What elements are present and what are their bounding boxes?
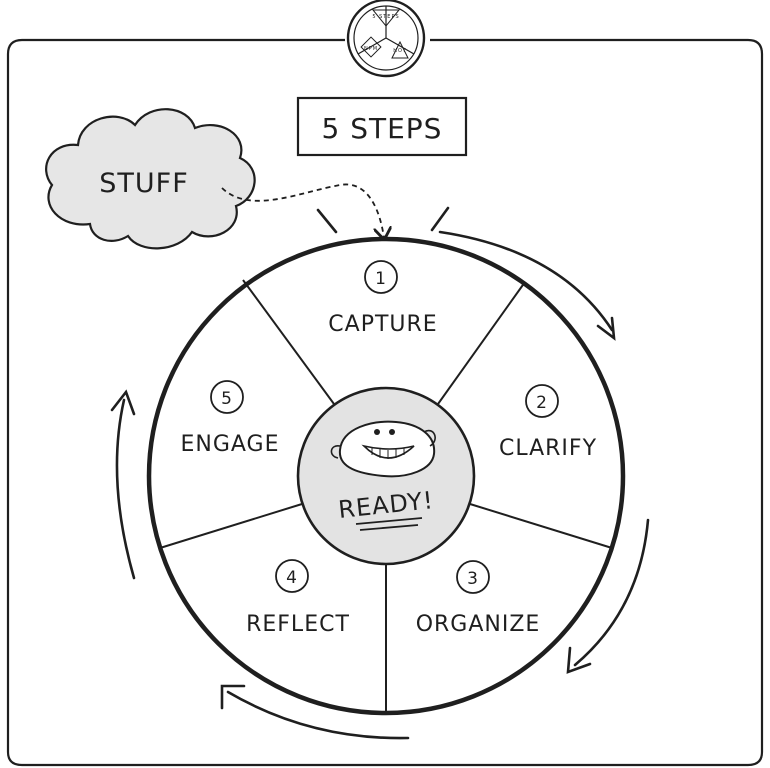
badge-right-label: HOY [393,48,406,54]
step-label: CAPTURE [328,312,437,337]
divider-reflect-engage [159,503,303,549]
step-number: 4 [286,568,298,588]
cycle-arrow-bottom [226,690,410,740]
cycle-arrow-right [573,518,650,667]
step-label: ORGANIZE [416,612,541,637]
divider-capture-clarify [437,281,526,405]
step-number: 1 [375,269,387,289]
frame-border [6,38,764,767]
step-label: REFLECT [246,612,350,637]
step-label: CLARIFY [499,436,597,461]
cycle-arrow-top-right [438,230,614,332]
stuff-label: STUFF [99,168,188,199]
step-clarify: 2 CLARIFY [499,384,597,461]
ready-hub: READY! [296,386,476,566]
stuff-to-capture-arrow [221,183,384,238]
step-organize: 3 ORGANIZE [416,560,541,637]
stuff-cloud: STUFF [45,108,256,250]
cycle-arrows [110,206,650,740]
badge-emblem: 5 STEPS NPM HOY [346,0,426,78]
step-engage: 5 ENGAGE [180,380,279,457]
step-capture: 1 CAPTURE [328,260,437,337]
step-number: 2 [536,393,548,413]
entry-tick-left [316,208,338,234]
diagram-title: 5 STEPS [322,112,443,145]
badge-left-label: NPM [364,46,378,52]
entry-tick-right [430,206,450,232]
cycle-arrow-left [115,398,136,580]
step-number: 5 [221,389,233,409]
ready-underline [355,517,423,531]
step-reflect: 4 REFLECT [246,559,350,637]
step-number: 3 [467,569,479,589]
step-label: ENGAGE [180,432,279,457]
smiley-face-icon [330,420,436,478]
divider-engage-capture [242,279,335,405]
badge-top-label: 5 STEPS [372,14,399,20]
divider-clarify-organize [469,503,613,549]
title-box: 5 STEPS [296,96,468,157]
